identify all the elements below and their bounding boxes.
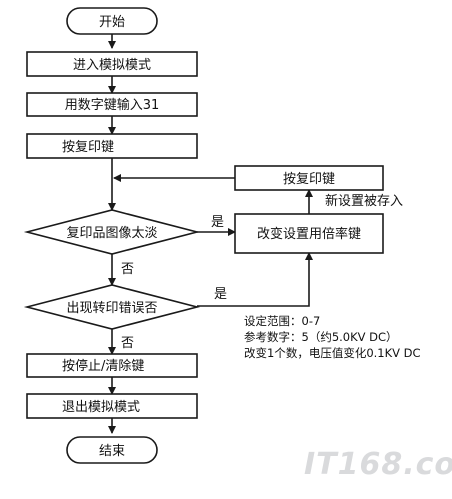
no1-label: 否 [121,262,134,277]
end-terminal [66,436,158,464]
step-copy1-label: 按复印键 [62,140,114,155]
yes2-label: 是 [214,287,227,302]
step-enter-label: 进入模拟模式 [73,58,151,73]
step-stop-label: 按停止/清除键 [62,358,144,374]
step-input-label: 用数字键输入31 [65,97,160,113]
note-change: 改变1个数，电压值变化0.1KV DC [244,346,421,360]
step-input-box [26,92,198,117]
start-label: 开始 [99,15,125,30]
decision-light-diamond [23,209,201,255]
no2-label: 否 [121,336,134,351]
start-terminal [66,7,158,35]
step-stop-box [26,353,198,378]
decision-jam-label: 出现转印错误否 [66,301,157,316]
decision-light-label: 复印品图像太淡 [66,226,157,241]
step-change-ratio-label: 改变设置用倍率键 [257,226,361,242]
step-copy2-label: 按复印键 [283,172,335,187]
step-copy2-box [234,165,384,191]
note-range: 设定范围：0-7 [244,314,320,328]
watermark: IT168.com [304,447,452,482]
connector-yes2 [197,252,313,307]
step-copy1-box [26,133,198,159]
decision-jam-diamond [23,284,201,330]
step-enter-box [26,51,198,77]
step-exit-box [26,393,198,419]
step-change-ratio-box [234,213,384,254]
step-exit-label: 退出模拟模式 [62,400,140,415]
note-reference: 参考数字：5（约5.0KV DC） [244,330,398,344]
yes1-label: 是 [211,215,224,230]
note-saved: 新设置被存入 [325,193,403,209]
end-label: 结束 [99,444,125,459]
